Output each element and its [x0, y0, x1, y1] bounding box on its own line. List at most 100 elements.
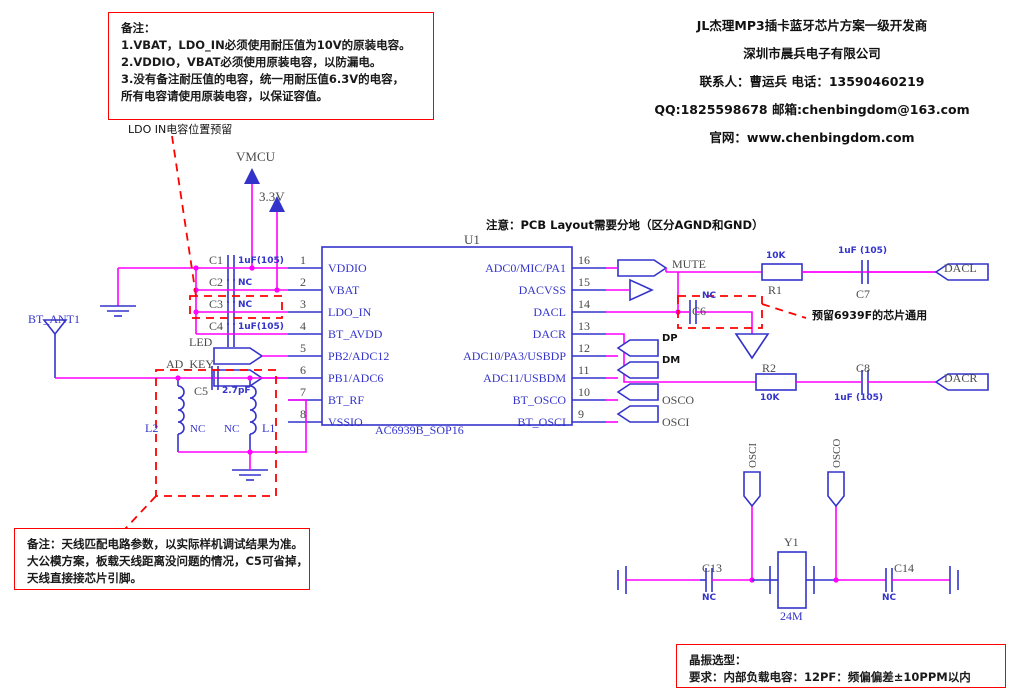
pin-num-12: 12: [578, 341, 590, 355]
vmcu-arrow: [244, 168, 260, 184]
port-osco-symbol: [616, 383, 659, 401]
pin-num-3: 3: [300, 297, 306, 311]
c6-value: NC: [702, 291, 717, 301]
pin-name-ldo-in: LDO_IN: [328, 305, 372, 319]
port-osci-symbol: [616, 405, 659, 423]
adkey-port-label: AD_KEY: [166, 357, 214, 371]
ic-left-pins: [288, 267, 322, 423]
pin-name-pb1-adc6: PB1/ADC6: [328, 371, 384, 385]
ground-symbol-matching: [232, 469, 268, 481]
crystal-y1: [769, 551, 815, 609]
c5-ref: C5: [194, 384, 209, 398]
pin-name-vbat: VBAT: [328, 283, 360, 297]
cap-note-line-3: 2.VDDIO，VBAT必须使用原装电容，以防漏电。: [121, 55, 382, 69]
pin-num-11: 11: [578, 363, 590, 377]
pin-name-dacl: DACL: [533, 305, 566, 319]
pin-num-14: 14: [578, 297, 590, 311]
c8-value: 1uF (105): [834, 393, 883, 403]
l2-value: NC: [190, 423, 206, 435]
leader-6939f-note: [761, 303, 807, 319]
ant-note-line-3: 天线直接接芯片引脚。: [27, 571, 142, 585]
ant-note-line-1: 备注：天线匹配电路参数，以实际样机调试结果为准。: [27, 537, 303, 551]
buffer-dacvss: [629, 278, 654, 302]
dacr-port-label: DACR: [944, 371, 978, 385]
port-xtal-osco-symbol: [827, 471, 845, 508]
pin-num-4: 4: [300, 319, 306, 333]
antenna-symbol: [42, 319, 68, 378]
r2-value: 10K: [760, 393, 780, 403]
l1-ref: L1: [262, 421, 276, 435]
reserved-6939f-note: 预留6939F的芯片通用: [812, 309, 928, 322]
r1-value: 10K: [766, 251, 786, 261]
ant-note-line-2: 大公模方案，板载天线距离没问题的情况，C5可省掉，: [27, 554, 308, 568]
c3-ref: C3: [209, 297, 224, 311]
c1-value: 1uF(105): [238, 256, 284, 266]
ground-symbol-dacvss: [734, 333, 770, 360]
xtal-osci-label: OSCI: [747, 442, 759, 468]
ground-symbol-left: [100, 305, 136, 317]
rail-3v3-arrow: [269, 196, 285, 212]
inductor-l1: [249, 378, 257, 452]
pin-num-6: 6: [300, 363, 306, 377]
pcb-layout-note: 注意：PCB Layout需要分地（区分AGND和GND）: [486, 218, 764, 232]
c7-value: 1uF (105): [838, 246, 887, 256]
ic-part-number: AC6939B_SOP16: [375, 423, 464, 437]
dp-port-label: DP: [662, 333, 678, 344]
pin-num-1: 1: [300, 253, 306, 267]
cap-note-line-1: 备注：: [121, 21, 156, 35]
pin-name-adc0-mic-pa1: ADC0/MIC/PA1: [485, 261, 566, 275]
led-port-label: LED: [189, 335, 213, 349]
rail-3v3-label: 3.3V: [259, 189, 285, 204]
antenna-note-box: 备注：天线匹配电路参数，以实际样机调试结果为准。 大公模方案，板载天线距离没问题…: [14, 528, 310, 590]
pin-num-15: 15: [578, 275, 590, 289]
c5-value: 2.7pF: [222, 386, 251, 396]
resistor-r1: [761, 263, 803, 281]
pin-num-13: 13: [578, 319, 590, 333]
port-dm-symbol: [616, 361, 659, 379]
bt-ant1-label: BT_ANT1: [28, 312, 80, 326]
c13-ref: C13: [702, 561, 723, 575]
header-line-5: 官网：www.chenbingdom.com: [709, 130, 915, 145]
pin-num-16: 16: [578, 253, 590, 267]
cap-note-line-4: 3.没有备注耐压值的电容，统一用耐压值6.3V的电容，: [121, 72, 405, 86]
port-mute-symbol: [617, 259, 668, 277]
xtal-note-line-2: 要求：内部负载电容：12PF：频偏偏差±10PPM以内: [689, 670, 971, 684]
resistor-r2: [755, 373, 797, 391]
cap-c14: [885, 568, 893, 592]
header-line-4: QQ:1825598678 邮箱:chenbingdom@163.com: [654, 102, 970, 117]
l2-ref: L2: [145, 421, 159, 435]
pin-num-10: 10: [578, 385, 590, 399]
mute-port-label: MUTE: [672, 257, 706, 271]
c7-ref: C7: [856, 287, 871, 301]
crystal-left-terminal: [617, 566, 627, 594]
pin-name-adc11-usbdm: ADC11/USBDM: [483, 371, 566, 385]
c2-value: NC: [238, 278, 253, 288]
c6-ref: C6: [692, 304, 707, 318]
c4-value: 1uF(105): [238, 322, 284, 332]
pin-name-bt-avdd: BT_AVDD: [328, 327, 383, 341]
c1-ref: C1: [209, 253, 224, 267]
ldo-cap-highlight: [189, 295, 283, 319]
r2-ref: R2: [762, 361, 777, 375]
pin-name-vssio: VSSIO: [328, 415, 363, 429]
pin-name-adc10-pa3-usbdp: ADC10/PA3/USBDP: [463, 349, 566, 363]
ic-designator: U1: [464, 232, 480, 247]
c2-ref: C2: [209, 275, 224, 289]
l1-value: NC: [224, 423, 240, 435]
osco-port-label: OSCO: [662, 393, 695, 407]
y1-value: 24M: [780, 609, 803, 623]
pin-num-2: 2: [300, 275, 306, 289]
pin-name-dacvss: DACVSS: [518, 283, 566, 297]
c14-value: NC: [882, 593, 897, 603]
company-header: JL杰理MP3插卡蓝牙芯片方案一级开发商 深圳市晨兵电子有限公司 联系人：曹运兵…: [600, 12, 1024, 152]
c13-value: NC: [702, 593, 717, 603]
pin-name-bt-osci: BT_OSCI: [517, 415, 566, 429]
c6-highlight: [677, 295, 763, 329]
header-line-3: 联系人：曹运兵 电话：13590460219: [699, 74, 925, 89]
osci-port-label: OSCI: [662, 415, 690, 429]
pin-num-8: 8: [300, 407, 306, 421]
pin-name-pb2-adc12: PB2/ADC12: [328, 349, 390, 363]
xtal-osco-label: OSCO: [831, 438, 843, 468]
c8-ref: C8: [856, 361, 871, 375]
